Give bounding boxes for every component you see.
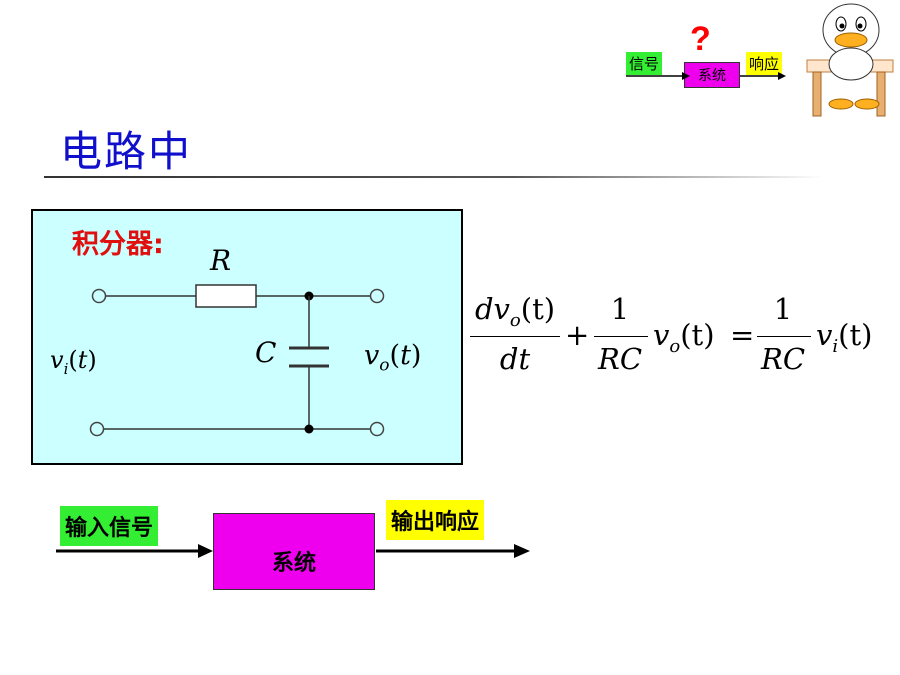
fraction-a-numerator: 1 (610, 292, 630, 326)
mini-question-mark: ? (690, 20, 711, 58)
block-arrows (56, 544, 530, 558)
duck-mascot-icon (806, 3, 894, 117)
input-terminal-bottom (89, 421, 105, 437)
mini-input-label: 信号 (626, 52, 663, 75)
mini-arrows (626, 72, 786, 80)
input-terminal-top (91, 288, 107, 304)
page-title: 电路中 (60, 127, 193, 176)
block-system-box: 系统 (213, 513, 375, 590)
fraction-a-denominator: RC (597, 342, 643, 376)
integrator-circuit-schematic (89, 284, 385, 437)
mini-system-box: 系统 (684, 62, 740, 88)
integrator-circuit-panel (31, 209, 463, 465)
output-terminal-top (369, 288, 385, 304)
title-divider (44, 176, 824, 178)
junction-bottom (304, 424, 314, 434)
mini-system-label: 系统 (698, 68, 726, 84)
derivative-numerator: dvo(t) (474, 292, 556, 331)
output-term: vo(t) (653, 318, 715, 357)
resistor (195, 284, 257, 308)
fraction-b-denominator: RC (760, 342, 806, 376)
derivative-denominator: dt (499, 342, 531, 376)
output-voltage-label: vo(t) (364, 340, 422, 376)
differential-equation: dvo(t) dt + 1 RC vo(t) = 1 RC vi(t) (470, 292, 890, 382)
block-input-label: 输入信号 (60, 506, 159, 546)
block-system-label: 系统 (271, 550, 316, 576)
output-terminal-bottom (369, 421, 385, 437)
capacitor-label: C (255, 336, 277, 369)
equals-sign: = (730, 318, 755, 352)
plus-sign: + (565, 318, 590, 352)
circuit-title: 积分器: (72, 229, 164, 260)
resistor-label: R (210, 244, 232, 277)
mini-output-label: 响应 (746, 52, 783, 75)
fraction-b-numerator: 1 (773, 292, 793, 326)
block-output-label: 输出响应 (386, 500, 485, 540)
input-voltage-label: vi(t) (50, 346, 97, 378)
input-term: vi(t) (816, 318, 873, 357)
